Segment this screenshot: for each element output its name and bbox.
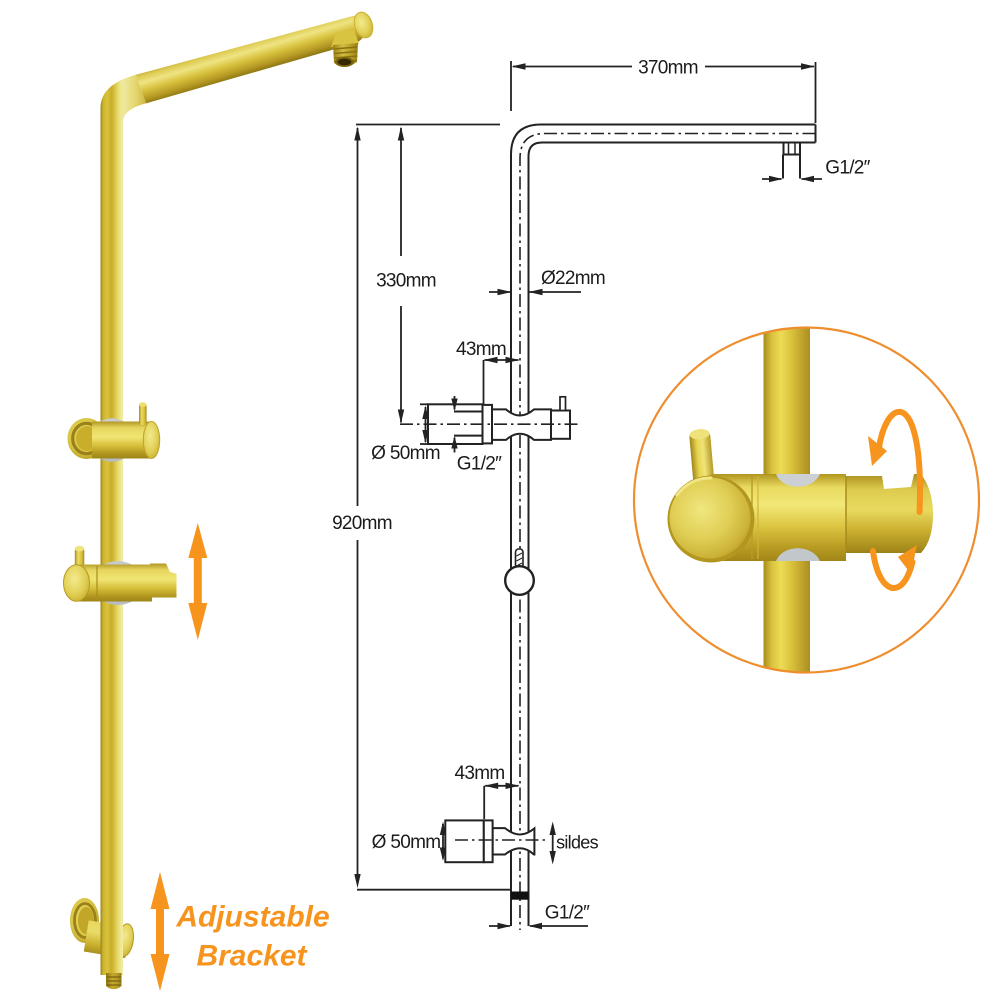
svg-text:330mm: 330mm — [376, 271, 436, 292]
svg-text:G1/2″: G1/2″ — [825, 158, 870, 179]
svg-text:G1/2″: G1/2″ — [545, 903, 590, 924]
svg-text:Ø 50mm: Ø 50mm — [372, 832, 441, 853]
svg-text:Ø 50mm: Ø 50mm — [371, 443, 440, 464]
svg-text:G1/2″: G1/2″ — [457, 454, 502, 475]
svg-text:43mm: 43mm — [456, 339, 506, 360]
svg-text:920mm: 920mm — [332, 513, 392, 534]
svg-text:Adjustable: Adjustable — [175, 901, 329, 934]
svg-text:43mm: 43mm — [455, 763, 505, 784]
svg-text:Bracket: Bracket — [196, 940, 308, 973]
svg-text:sildes: sildes — [556, 833, 599, 853]
svg-text:370mm: 370mm — [638, 58, 698, 79]
svg-text:Ø22mm: Ø22mm — [541, 268, 605, 289]
